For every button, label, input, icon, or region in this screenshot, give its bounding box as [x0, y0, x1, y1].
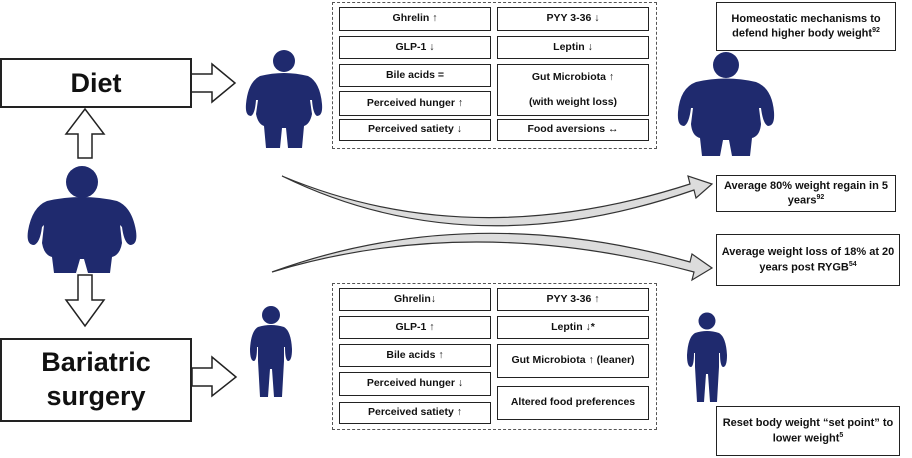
set-point-note-text: Reset body weight “set point” to lower w… — [722, 417, 894, 445]
surgery-cell-pyy: PYY 3-36 ↑ — [497, 288, 649, 311]
diet-cell-glp1: GLP-1 ↓ — [339, 36, 491, 59]
bariatric-surgery-label: Bariatric surgery — [0, 338, 192, 422]
homeostatic-ref: 92 — [872, 27, 880, 35]
diet-cell-pyy: PYY 3-36 ↓ — [497, 7, 649, 31]
diet-cell-microbiota-line2: (with weight loss) — [528, 95, 618, 108]
person-icon-obese — [677, 52, 775, 156]
homeostatic-note-text: Homeostatic mechanisms to defend higher … — [731, 12, 881, 40]
surgery-cell-leptin: Leptin ↓* — [497, 316, 649, 339]
surgery-cell-hunger: Perceived hunger ↓ — [339, 372, 491, 396]
surgery-right-arrow — [191, 355, 238, 398]
diet-cell-bile-acids: Bile acids = — [339, 64, 491, 87]
regain-curve-arrow — [281, 175, 714, 227]
diet-cell-ghrelin: Ghrelin ↑ — [339, 7, 491, 31]
set-point-note: Reset body weight “set point” to lower w… — [716, 406, 900, 456]
diet-label-text: Diet — [70, 67, 122, 98]
regain-ref: 92 — [816, 194, 825, 202]
surgery-cell-bile-acids: Bile acids ↑ — [339, 344, 491, 367]
weight-loss-note-text: Average weight loss of 18% at 20 years p… — [721, 246, 895, 274]
weight-loss-note: Average weight loss of 18% at 20 years p… — [716, 234, 900, 286]
up-arrow — [64, 107, 106, 159]
bariatric-label-line2: surgery — [46, 381, 146, 411]
homeostatic-note: Homeostatic mechanisms to defend higher … — [716, 2, 896, 51]
diet-cell-satiety: Perceived satiety ↓ — [339, 119, 491, 141]
regain-note-text: Average 80% weight regain in 5 years — [723, 179, 889, 207]
surgery-cell-satiety: Perceived satiety ↑ — [339, 402, 491, 424]
diet-cell-microbiota-line1: Gut Microbiota ↑ — [531, 70, 615, 83]
person-icon-diet — [245, 50, 323, 148]
person-icon-center — [27, 166, 137, 273]
diet-cell-leptin: Leptin ↓ — [497, 36, 649, 59]
surgery-cell-microbiota: Gut Microbiota ↑ (leaner) — [497, 344, 649, 378]
person-icon-surgery — [250, 306, 292, 397]
diet-cell-microbiota: Gut Microbiota ↑ (with weight loss) — [497, 64, 649, 116]
bariatric-label-line1: Bariatric — [41, 347, 151, 378]
diet-cell-food-aversions: Food aversions ↔ — [497, 119, 649, 141]
diet-label: Diet — [0, 58, 192, 108]
weight-loss-ref: 54 — [848, 260, 857, 268]
diet-right-arrow — [189, 62, 237, 104]
surgery-cell-food-preferences: Altered food preferences — [497, 386, 649, 420]
surgery-cell-ghrelin: Ghrelin↓ — [339, 288, 491, 311]
down-arrow — [64, 274, 106, 328]
person-icon-lean — [687, 312, 727, 402]
loss-curve-arrow — [271, 232, 714, 282]
set-point-ref: 5 — [839, 431, 844, 439]
diet-cell-hunger: Perceived hunger ↑ — [339, 91, 491, 116]
regain-note: Average 80% weight regain in 5 years92 — [716, 175, 896, 212]
surgery-cell-glp1: GLP-1 ↑ — [339, 316, 491, 339]
